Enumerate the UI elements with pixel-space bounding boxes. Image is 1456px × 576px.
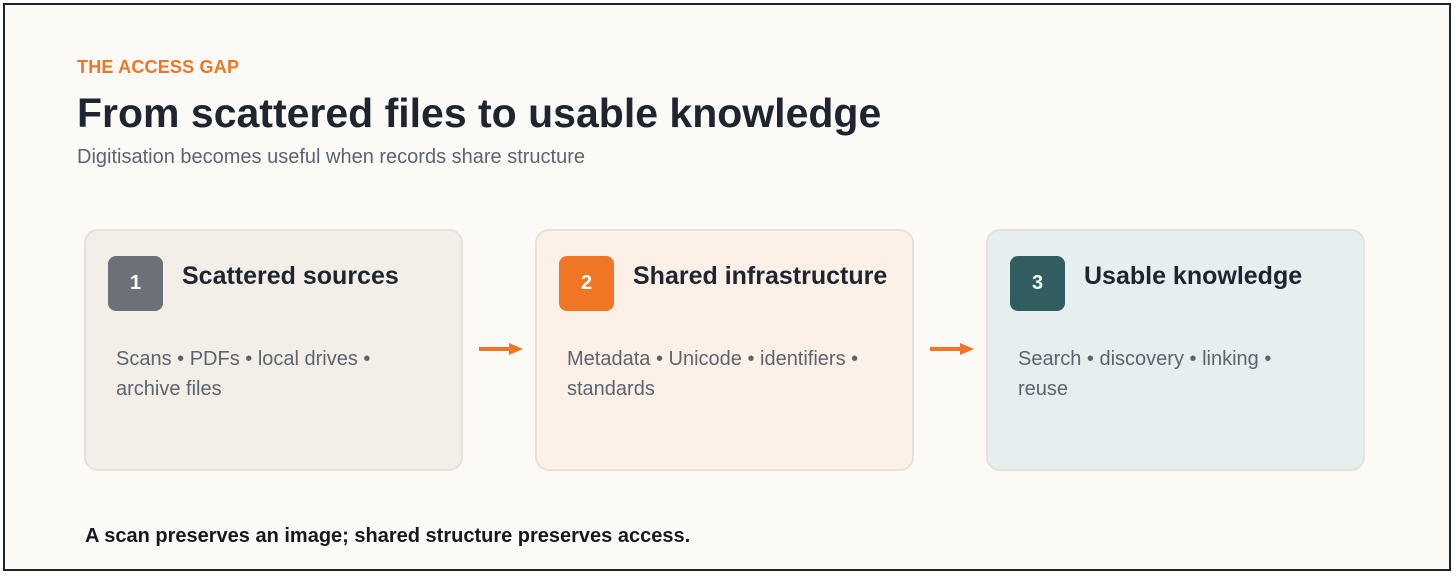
step-card-shared-infrastructure: 2 Shared infrastructure Metadata • Unico… [535,229,914,471]
step-card-scattered-sources: 1 Scattered sources Scans • PDFs • local… [84,229,463,471]
page-subtitle: Digitisation becomes useful when records… [77,146,586,168]
step-number-badge: 1 [108,256,163,311]
step-card-usable-knowledge: 3 Usable knowledge Search • discovery • … [986,229,1365,471]
step-title: Usable knowledge [1084,262,1303,290]
step-description: Search • discovery • linking • reuse [1018,348,1272,400]
step-number-badge: 2 [559,256,614,311]
eyebrow-label: THE ACCESS GAP [77,57,240,77]
footer-note: A scan preserves an image; shared struct… [85,525,691,547]
step-description: Scans • PDFs • local drives • archive fi… [116,348,371,400]
arrow-right-icon [479,343,523,355]
diagram-frame: THE ACCESS GAP From scattered files to u… [3,3,1451,571]
step-number-badge: 3 [1010,256,1065,311]
page-title: From scattered files to usable knowledge [77,90,882,136]
step-title: Shared infrastructure [633,262,888,290]
arrow-right-icon [930,343,974,355]
step-title: Scattered sources [182,262,399,290]
arrow-head [960,343,974,355]
step-description: Metadata • Unicode • identifiers • stand… [567,348,859,400]
arrow-head [509,343,523,355]
